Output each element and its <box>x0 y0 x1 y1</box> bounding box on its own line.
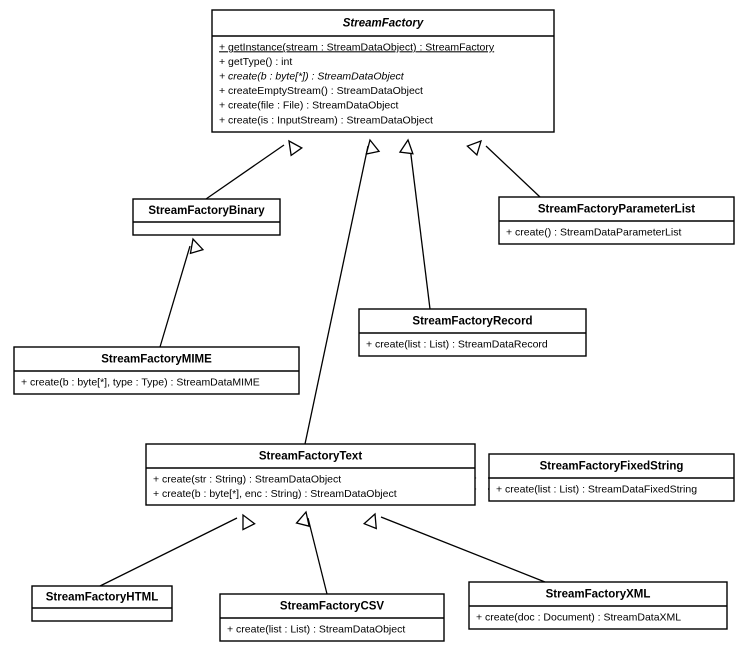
class-stream-factory-parameterlist[interactable]: StreamFactoryParameterList + create() : S… <box>498 196 735 245</box>
gen-mime-to-binary-line <box>159 245 191 348</box>
class-name-stream-factory-fixedstring: StreamFactoryFixedString <box>540 461 684 473</box>
class-member-stream-factory-mime-0: + create(b : byte[*], type : Type) : Str… <box>21 376 260 388</box>
class-member-stream-factory-record-0: + create(list : List) : StreamDataRecord <box>366 338 548 350</box>
gen-html-to-text-arrowhead <box>242 513 256 531</box>
gen-text-to-factory-line <box>304 145 369 445</box>
class-name-stream-factory: StreamFactory <box>343 18 424 30</box>
gen-record-to-factory-arrowhead <box>398 138 414 155</box>
class-stream-factory-binary[interactable]: StreamFactoryBinary <box>132 198 281 236</box>
gen-parameterlist-to-factory-line <box>485 145 541 198</box>
class-member-stream-factory-parameterlist-0: + create() : StreamDataParameterList <box>506 226 681 238</box>
gen-mime-to-binary <box>159 237 205 348</box>
class-stream-factory-fixedstring[interactable]: StreamFactoryFixedString + create(list : … <box>488 453 735 502</box>
gen-record-to-factory <box>398 138 431 310</box>
gen-html-to-text <box>99 513 256 587</box>
class-member-stream-factory-text-0: + create(str : String) : StreamDataObjec… <box>153 473 341 485</box>
class-member-stream-factory-2: + create(b : byte[*]) : StreamDataObject <box>219 70 405 82</box>
class-name-stream-factory-record: StreamFactoryRecord <box>412 316 532 328</box>
gen-record-to-factory-line <box>409 146 431 310</box>
class-stream-factory-html[interactable]: StreamFactoryHTML <box>31 585 173 622</box>
class-member-stream-factory-5: + create(is : InputStream) : StreamDataO… <box>219 114 433 126</box>
class-member-stream-factory-1: + getType() : int <box>219 56 292 68</box>
class-member-stream-factory-text-1: + create(b : byte[*], enc : String) : St… <box>153 488 397 500</box>
class-name-stream-factory-binary: StreamFactoryBinary <box>148 205 265 217</box>
gen-csv-to-text <box>295 510 328 595</box>
class-stream-factory-csv[interactable]: StreamFactoryCSV + create(list : List) : … <box>219 593 445 642</box>
gen-binary-to-factory-arrowhead <box>288 139 304 157</box>
class-member-stream-factory-4: + create(file : File) : StreamDataObject <box>219 100 399 112</box>
gen-xml-to-text <box>362 512 546 583</box>
class-name-stream-factory-html: StreamFactoryHTML <box>46 592 158 604</box>
class-stream-factory-text[interactable]: StreamFactoryText + create(str : String) … <box>145 443 476 506</box>
gen-parameterlist-to-factory <box>466 139 541 198</box>
class-name-stream-factory-parameterlist: StreamFactoryParameterList <box>538 204 695 216</box>
gen-html-to-text-line <box>99 517 238 587</box>
gen-parameterlist-to-factory-arrowhead <box>466 139 482 157</box>
gen-mime-to-binary-arrowhead <box>189 237 205 255</box>
class-box-stream-factory-html[interactable] <box>31 585 173 622</box>
class-name-stream-factory-csv: StreamFactoryCSV <box>280 601 385 613</box>
class-name-stream-factory-xml: StreamFactoryXML <box>546 589 651 601</box>
class-member-stream-factory-3: + createEmptyStream() : StreamDataObject <box>219 85 423 97</box>
class-boxes: StreamFactory + getInstance(stream : Stre… <box>13 9 735 642</box>
gen-binary-to-factory-line <box>205 144 285 200</box>
gen-text-to-factory-arrowhead <box>365 138 381 155</box>
class-member-stream-factory-fixedstring-0: + create(list : List) : StreamDataFixedS… <box>496 483 697 495</box>
gen-xml-to-text-line <box>380 516 546 583</box>
class-stream-factory[interactable]: StreamFactory + getInstance(stream : Stre… <box>211 9 555 133</box>
gen-csv-to-text-line <box>307 517 328 595</box>
class-stream-factory-xml[interactable]: StreamFactoryXML + create(doc : Document)… <box>468 581 728 630</box>
class-box-stream-factory-text[interactable] <box>145 443 476 506</box>
gen-text-to-factory <box>304 138 381 445</box>
class-name-stream-factory-text: StreamFactoryText <box>259 451 362 463</box>
gen-xml-to-text-arrowhead <box>362 512 377 530</box>
class-member-stream-factory-xml-0: + create(doc : Document) : StreamDataXML <box>476 611 681 623</box>
class-box-stream-factory[interactable] <box>211 9 555 133</box>
class-stream-factory-mime[interactable]: StreamFactoryMIME + create(b : byte[*], t… <box>13 346 300 395</box>
class-member-stream-factory-csv-0: + create(list : List) : StreamDataObject <box>227 623 405 635</box>
class-name-stream-factory-mime: StreamFactoryMIME <box>101 354 212 366</box>
generalization-connectors <box>99 138 546 595</box>
gen-csv-to-text-arrowhead <box>295 510 311 528</box>
class-stream-factory-record[interactable]: StreamFactoryRecord + create(list : List)… <box>358 308 587 357</box>
gen-binary-to-factory <box>205 139 304 200</box>
class-box-stream-factory-binary[interactable] <box>132 198 281 236</box>
class-member-stream-factory-0: + getInstance(stream : StreamDataObject)… <box>219 41 495 53</box>
